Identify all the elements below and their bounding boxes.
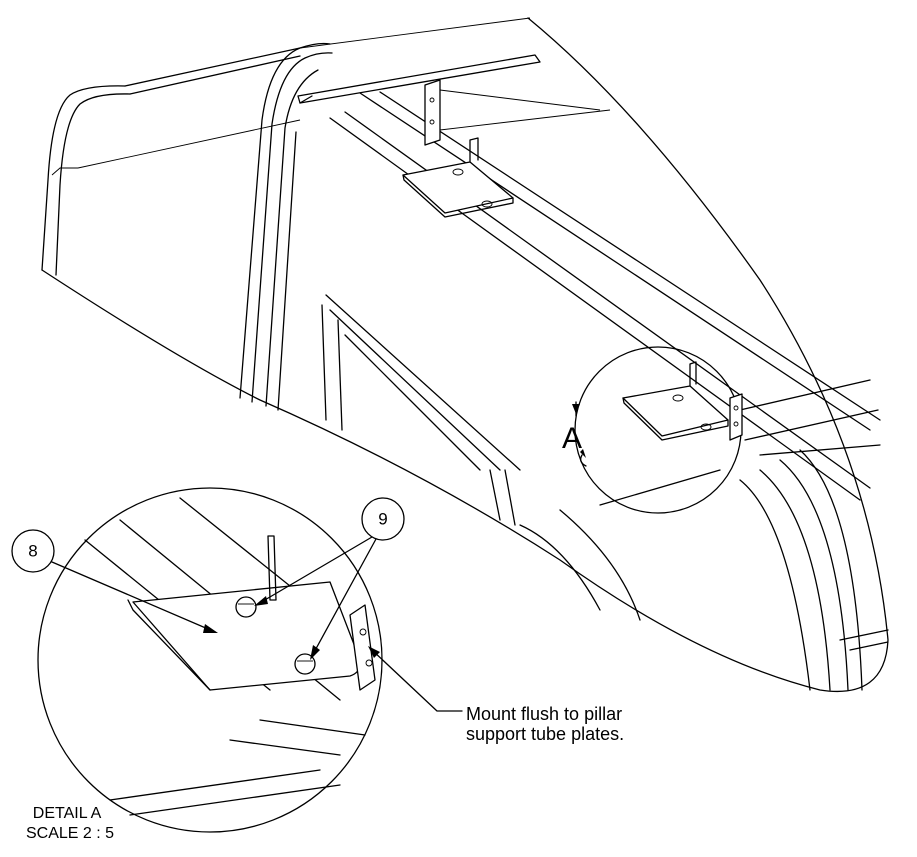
lower-frame bbox=[321, 294, 889, 691]
detail-title-block: DETAIL A SCALE 2 : 5 bbox=[26, 805, 114, 842]
mount-note: Mount flush to pillar support tube plate… bbox=[368, 646, 624, 744]
rear-pillar bbox=[41, 47, 301, 276]
detail-a-letter: A bbox=[562, 422, 582, 455]
balloon-8: 8 bbox=[11, 529, 218, 633]
front-pillar bbox=[239, 17, 531, 411]
note-line-2: support tube plates. bbox=[466, 724, 624, 744]
detail-a-view: 8 9 Mount flush to pillar support tube p… bbox=[11, 487, 624, 842]
detail-a-label: A bbox=[562, 401, 587, 467]
note-line-1: Mount flush to pillar bbox=[466, 704, 622, 724]
main-view: A bbox=[41, 17, 889, 692]
detail-title: DETAIL A bbox=[33, 805, 102, 822]
break-boundary-curve bbox=[41, 17, 889, 692]
balloon-9-number: 9 bbox=[378, 510, 387, 529]
upper-bracket bbox=[402, 137, 514, 218]
detail-scale: SCALE 2 : 5 bbox=[26, 825, 114, 842]
balloon-9: 9 bbox=[254, 497, 405, 660]
roof-rails bbox=[297, 54, 881, 501]
detail-a-bracket bbox=[622, 361, 743, 441]
bracket-part-8 bbox=[127, 535, 376, 691]
top-mount-tab bbox=[424, 79, 441, 146]
balloon-8-number: 8 bbox=[28, 542, 37, 561]
